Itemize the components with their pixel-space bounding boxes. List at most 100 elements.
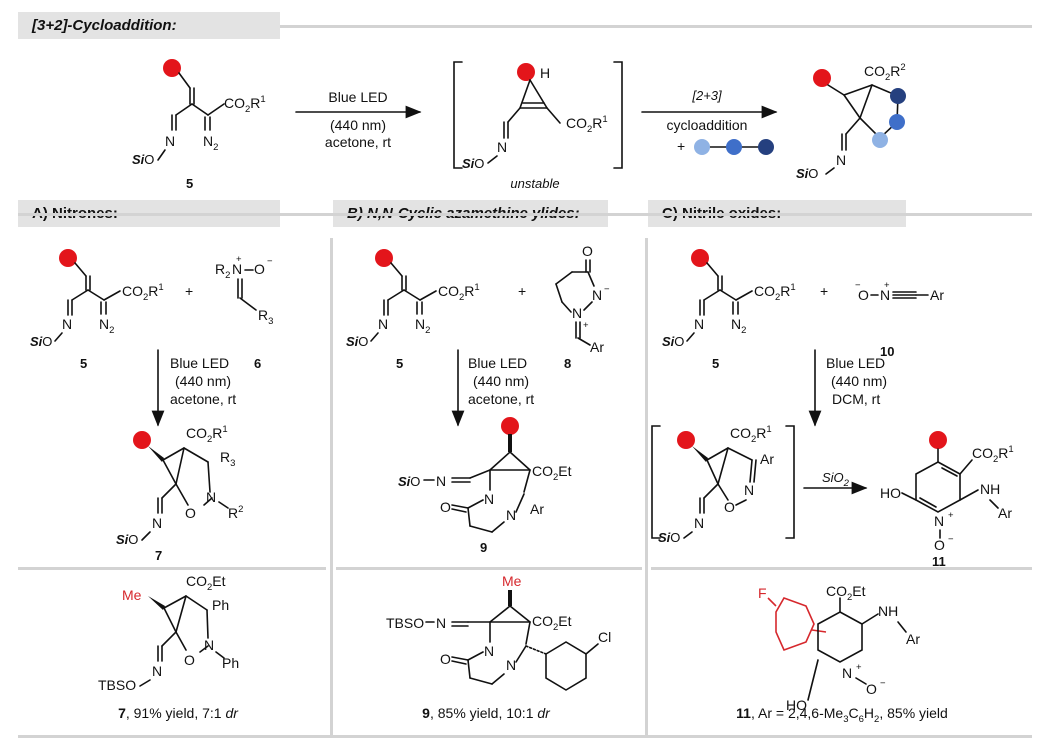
top-cond-1: Blue LED — [328, 89, 387, 105]
svg-text:N: N — [506, 507, 516, 523]
panel-b-label-9: 9 — [480, 540, 487, 555]
panel-c-example-label: 11 — [736, 705, 751, 721]
svg-text:R2: R2 — [215, 261, 230, 281]
svg-text:N: N — [484, 643, 494, 659]
panel-a-cond-2: (440 nm) — [175, 373, 231, 389]
panel-c-cond-2: (440 nm) — [831, 373, 887, 389]
panel-b-cond-1: Blue LED — [468, 355, 527, 371]
top-step2-1: [2+3] — [691, 88, 722, 103]
svg-text:−: − — [604, 284, 610, 295]
svg-text:O: O — [866, 681, 877, 697]
panel-a-label-6: 6 — [254, 356, 261, 371]
top-cond-2: (440 nm) — [330, 117, 386, 133]
panel-c-example-text2: C — [849, 705, 859, 721]
panel-c-cond-1: Blue LED — [826, 355, 885, 371]
bracket-left — [453, 61, 463, 169]
svg-text:O: O — [184, 652, 195, 668]
svg-text:O: O — [440, 499, 451, 515]
panel-c-product-11: CO2R1 NH Ar HO N + O − 11 — [880, 431, 1014, 569]
svg-text:TBSO: TBSO — [386, 615, 424, 631]
panel-a-cond-3: acetone, rt — [170, 391, 236, 407]
red-dot-icon — [163, 59, 181, 77]
rule-a-lower — [18, 567, 326, 570]
svg-text:O: O — [254, 261, 265, 277]
svg-text:N: N — [204, 637, 214, 653]
svg-text:N: N — [836, 152, 846, 168]
svg-text:Ph: Ph — [212, 597, 229, 613]
svg-text:HO: HO — [880, 485, 901, 501]
rule-top — [280, 25, 1032, 28]
panel-c-intermediate: CO2R1 Ar N O N SiO — [658, 424, 774, 545]
bracket-right — [613, 61, 623, 169]
svg-text:N2: N2 — [99, 316, 114, 336]
panel-a-example-dr: dr — [225, 705, 239, 721]
panel-a-example-label: 7 — [118, 705, 126, 721]
svg-text:HO: HO — [786, 697, 807, 713]
svg-text:−: − — [880, 678, 886, 689]
svg-text:Ar: Ar — [906, 631, 920, 647]
svg-text:+: + — [884, 280, 890, 291]
svg-text:SiO: SiO — [132, 152, 154, 167]
svg-text:N: N — [436, 473, 446, 489]
top-compound-5: N N2 CO2R1 SiO 5 — [132, 59, 266, 191]
divider-2 — [645, 238, 648, 738]
panel-c-sio2: SiO2 — [822, 470, 850, 489]
panel-a-example: Me CO2Et Ph O N Ph N TBSO — [98, 573, 239, 693]
svg-text:SiO: SiO — [658, 530, 680, 545]
svg-text:SiO: SiO — [116, 532, 138, 547]
svg-text:N: N — [152, 663, 162, 679]
svg-text:N: N — [165, 133, 175, 149]
svg-text:Me: Me — [502, 573, 522, 589]
svg-text:O: O — [858, 287, 869, 303]
rule-c-lower — [651, 567, 1032, 570]
header-top-text: [3+2]-Cycloaddition: — [32, 17, 177, 34]
svg-text:+: + — [583, 320, 589, 331]
rule-mid — [18, 213, 1032, 216]
svg-text:TBSO: TBSO — [98, 677, 136, 693]
panel-b-product-9: CO2Et N N Ar O N SiO 9 — [398, 417, 572, 555]
panel-b-example-dr: dr — [537, 705, 551, 721]
panel-a-label-5: 5 — [80, 356, 87, 371]
panel-c-example: F CO2Et NH Ar HO N + O − — [758, 583, 920, 713]
panel-c-reactant-5: N N2 CO2R1 SiO 5 — [662, 249, 796, 371]
svg-text:N: N — [744, 482, 754, 498]
panel-b-ylide-8: O N − N + Ar 8 — [555, 243, 610, 371]
svg-text:+: + — [236, 254, 242, 265]
svg-text:R3: R3 — [258, 307, 273, 327]
panel-b-label-5: 5 — [396, 356, 403, 371]
svg-text:N: N — [592, 287, 602, 303]
panel-c-example-caption: 11, Ar = 2,4,6-Me3C6H2, 85% yield — [736, 705, 948, 725]
svg-text:O: O — [724, 499, 735, 515]
svg-text:−: − — [948, 534, 954, 545]
svg-text:CO2R1: CO2R1 — [186, 424, 228, 445]
svg-text:N: N — [152, 515, 162, 531]
svg-text:N: N — [572, 305, 582, 321]
top-label-5: 5 — [186, 176, 193, 191]
panel-c-nitrile-oxide-10: − O + N Ar 10 — [855, 280, 944, 359]
panel-b-label-8: 8 — [564, 356, 571, 371]
svg-text:N: N — [880, 287, 890, 303]
top-step2-plus: + — [677, 138, 685, 154]
svg-text:H: H — [540, 65, 550, 81]
svg-text:CO2Et: CO2Et — [532, 463, 572, 483]
svg-text:Me: Me — [122, 587, 142, 603]
panel-c-label-10: 10 — [880, 344, 894, 359]
panel-a-reactant-5: N N2 CO2R1 SiO 5 — [30, 249, 164, 371]
svg-text:SiO: SiO — [30, 334, 52, 349]
panel-a-example-yield: , 91% yield, 7:1 — [126, 705, 226, 721]
panel-a-product-7: CO2R1 R3 O N R2 N SiO 7 — [116, 424, 243, 563]
panel-a-cond-1: Blue LED — [170, 355, 229, 371]
svg-text:N2: N2 — [415, 316, 430, 336]
svg-text:CO2R1: CO2R1 — [566, 114, 608, 135]
svg-text:N: N — [62, 316, 72, 332]
divider-1 — [330, 238, 333, 738]
panel-c-example-text4: , 85% yield — [879, 705, 947, 721]
svg-text:CO2R2: CO2R2 — [864, 62, 906, 83]
top-product: CO2R2 N SiO — [796, 62, 906, 181]
svg-text:N2: N2 — [203, 133, 218, 153]
svg-text:N: N — [484, 491, 494, 507]
svg-text:NH: NH — [980, 481, 1000, 497]
panel-b-example-yield: , 85% yield, 10:1 — [430, 705, 537, 721]
svg-text:CO2R1: CO2R1 — [730, 424, 772, 445]
svg-text:Cl: Cl — [598, 629, 611, 645]
